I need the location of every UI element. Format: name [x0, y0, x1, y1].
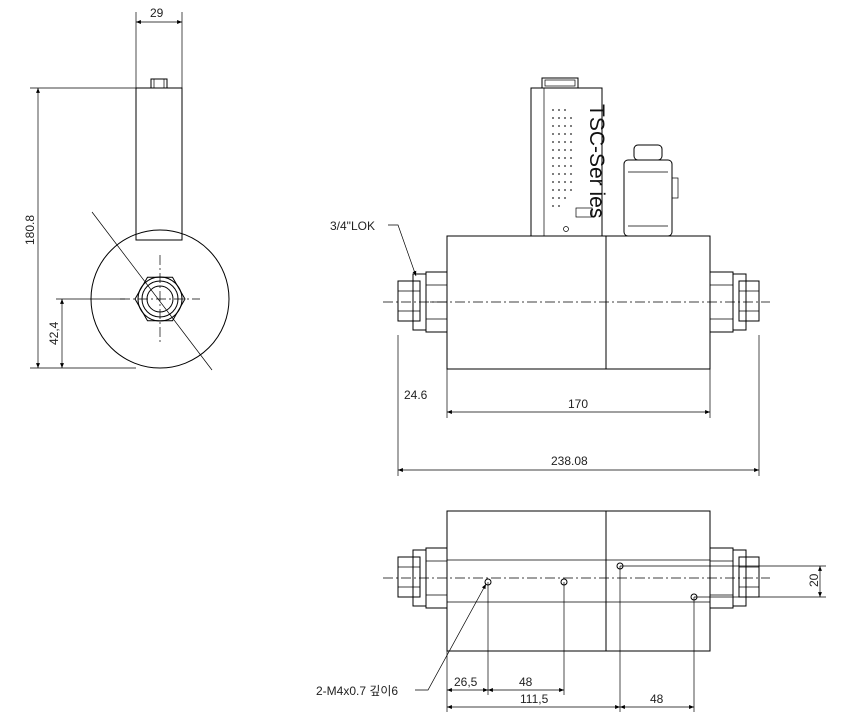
fitting-label: 3/4"LOK — [330, 219, 375, 233]
dim-29-label: 29 — [150, 6, 164, 20]
main-body — [446, 235, 711, 370]
stem-connector — [150, 78, 168, 89]
logo-badge — [575, 207, 593, 218]
led-indicator — [563, 226, 569, 232]
vent-dots — [552, 109, 572, 207]
dim-24-label: 24.6 — [404, 388, 428, 402]
dim-180-label: 180.8 — [23, 215, 37, 245]
dim-20-label: 20 — [807, 573, 821, 587]
dim-265-label: 26,5 — [454, 675, 478, 689]
sensor-stem — [135, 87, 183, 241]
top-connector — [541, 77, 579, 89]
fitting-leader — [388, 224, 417, 277]
side-plug — [623, 159, 673, 237]
bottom-view: 2-M4x0.7 깊이6 26,5 48 111,5 48 20 — [316, 510, 826, 712]
dim-170-label: 170 — [568, 397, 588, 411]
hole-leader — [415, 583, 487, 691]
dim-48a-label: 48 — [519, 675, 533, 689]
dim-1115-label: 111,5 — [520, 692, 549, 706]
section-line — [91, 211, 213, 371]
dim-42-label: 42,4 — [47, 321, 61, 345]
side-view: 29 180.8 42,4 — [23, 6, 230, 371]
left-nut — [397, 280, 421, 322]
hole-callout-label: 2-M4x0.7 깊이6 — [316, 684, 398, 698]
right-nut — [738, 280, 760, 322]
dim-238-label: 238.08 — [551, 454, 588, 468]
bottom-body — [446, 510, 711, 652]
front-view: TSC-Ser ies — [330, 77, 770, 476]
brand-text: TSC-Ser ies — [585, 104, 608, 218]
dim-48b-label: 48 — [650, 692, 664, 706]
